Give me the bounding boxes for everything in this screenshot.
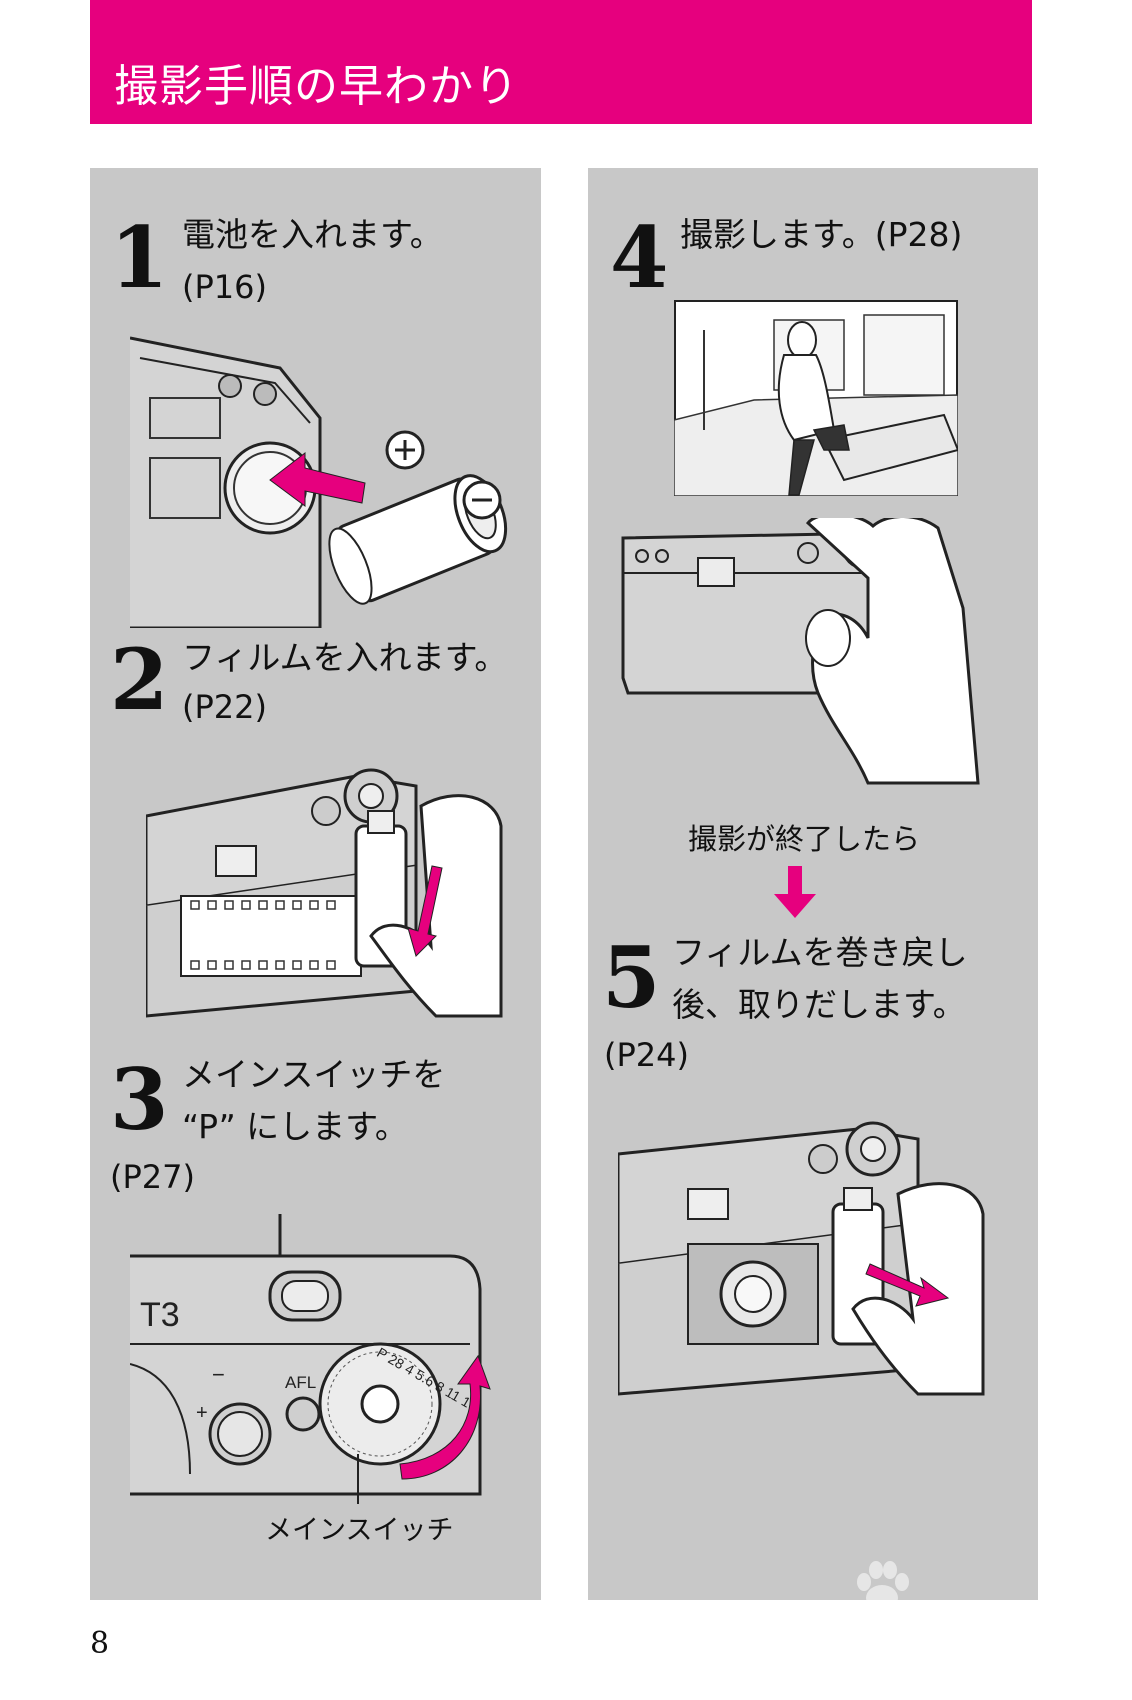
afl-label: AFL [285,1373,316,1392]
step-5-text-line2: 後、取りだします。 [672,985,966,1024]
shooting-illustration [621,518,980,785]
step-3-text-line1: メインスイッチを [182,1055,446,1094]
step-5-page-ref: (P24) [604,1036,689,1074]
step-5-text-line1: フィルムを巻き戻し [672,933,968,972]
step-2-page-ref: (P22) [182,688,267,726]
watermark-brand: Baidu [800,1596,929,1642]
film-loading-illustration [146,768,503,1018]
scene-photo-illustration [674,300,958,496]
step-4-text: 撮影します。(P28) [680,215,963,254]
step-5-number: 5 [602,928,661,1027]
film-rewind-illustration [618,1121,985,1396]
watermark-label: 经验 [940,1608,1008,1648]
paw-icon [857,1561,909,1611]
step-3-number: 3 [110,1050,169,1149]
step-3-page-ref: (P27) [110,1158,195,1196]
transition-text: 撮影が終了したら [688,822,921,856]
main-switch-label: メインスイッチ [265,1515,454,1546]
battery-illustration [130,336,508,628]
step-4-number: 4 [610,208,669,307]
minus-mark: − [212,1362,225,1387]
page-title: 撮影手順の早わかり [114,61,519,112]
step-1-number: 1 [110,208,169,307]
step-1-text: 電池を入れます。 [182,215,443,254]
step-2-number: 2 [110,630,169,729]
model-label: T3 [140,1296,180,1334]
down-arrow-icon [774,866,816,918]
header-banner: 撮影手順の早わかり [90,0,1032,124]
step-3-text-line2: “P” にします。 [182,1107,408,1146]
watermark-url: jingyan.baidu.com [810,1646,977,1667]
baidu-watermark: Baidu 经验 jingyan.baidu.com [800,1560,1050,1670]
right-panel: 4 撮影します。(P28) 撮影が終了したら 5 フィルムを巻き戻し 後、取りだ… [588,168,1038,1600]
plus-mark: + [196,1402,208,1424]
step-2-text: フィルムを入れます。 [182,638,508,677]
left-panel: 1 電池を入れます。 (P16) 2 フィルムを入れます。 (P22) [90,168,541,1600]
page-number: 8 [90,1626,110,1661]
step-1-page-ref: (P16) [182,268,267,306]
main-switch-illustration: T3 − + AFL P 28 4 5.6 8 11 16 [130,1214,491,1504]
